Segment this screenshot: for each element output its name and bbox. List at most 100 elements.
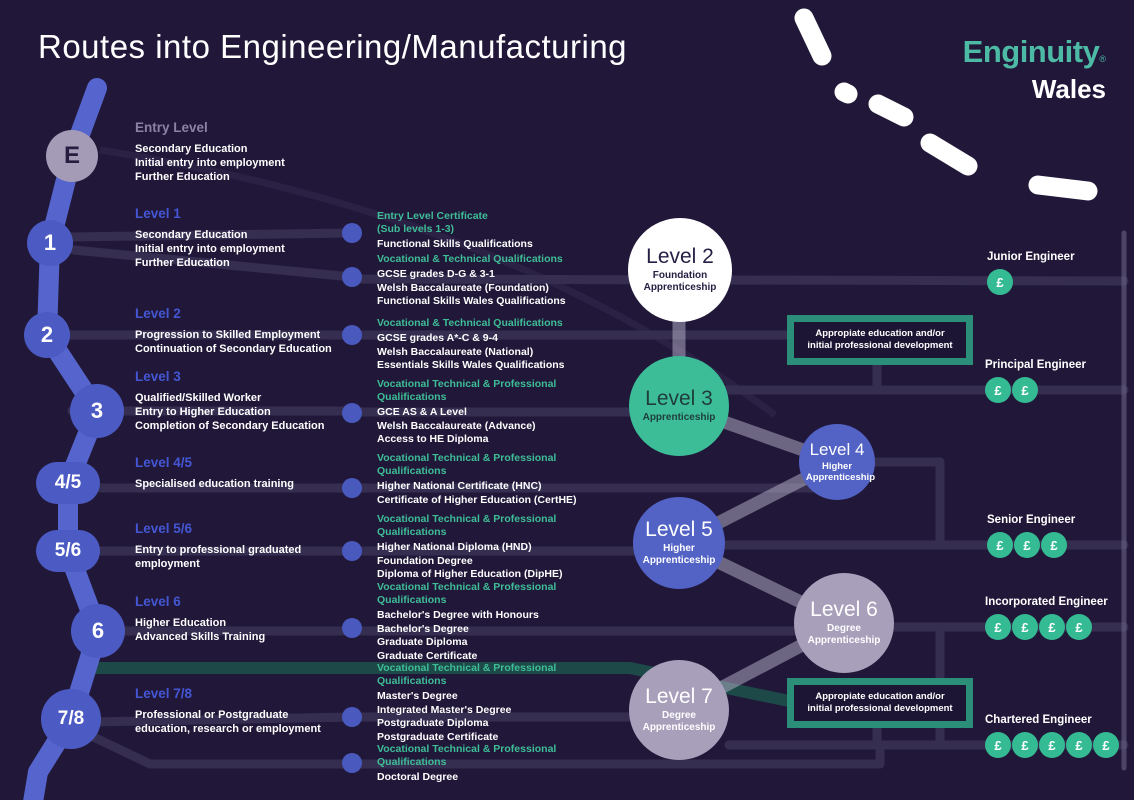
level-line: Secondary Education — [135, 143, 248, 155]
level-line: Continuation of Secondary Education — [135, 343, 332, 355]
note-line: Appropiate education and/or — [815, 327, 945, 339]
level-line: Completion of Secondary Education — [135, 420, 325, 432]
decorative-pills — [794, 8, 1098, 201]
career-label: Principal Engineer — [985, 359, 1086, 371]
career-label: Chartered Engineer — [985, 714, 1092, 726]
level-line: Qualified/Skilled Worker — [135, 392, 262, 404]
route-node-1: 1 — [27, 220, 73, 266]
career-incorporated-engineer: Incorporated Engineer ££££ — [985, 596, 1108, 640]
level-header: Level 4/5 — [135, 455, 193, 470]
apprenticeship-subtitle: Degree Apprenticeship — [807, 623, 881, 646]
qual-heading: Vocational Technical & Professional — [377, 452, 557, 464]
apprenticeship-title: Level 6 — [810, 598, 878, 621]
level-line: Progression to Skilled Employment — [135, 329, 321, 341]
pound-badge-icon: £ — [1012, 377, 1038, 403]
note-box-lower: Appropiate education and/or initial prof… — [787, 678, 973, 728]
qual-item: Welsh Baccalaureate (Advance) — [377, 419, 536, 432]
apprenticeship-circle-level4: Level 4 Higher Apprenticeship — [799, 424, 875, 500]
salary-badges: £££ — [987, 532, 1075, 558]
apprenticeship-connectors — [672, 313, 851, 717]
connector-dot — [342, 403, 362, 423]
qual-item: Integrated Master's Degree — [377, 703, 512, 716]
qual-item: Doctoral Degree — [377, 771, 459, 783]
salary-badges: £ — [987, 269, 1075, 295]
note-line: Appropiate education and/or — [815, 690, 945, 702]
qual-heading: Vocational Technical & Professional — [377, 743, 557, 755]
pound-badge-icon: £ — [1039, 732, 1065, 758]
level-line: Secondary Education — [135, 229, 248, 241]
connector-dot — [342, 618, 362, 638]
qual-heading: Entry Level Certificate — [377, 210, 488, 222]
pound-badge-icon: £ — [1066, 732, 1092, 758]
qual-item: Master's Degree — [377, 690, 458, 702]
level-block-4-5: Level 4/5 Specialised education training — [135, 455, 370, 491]
pound-badge-icon: £ — [985, 614, 1011, 640]
qual-heading: Vocational Technical & Professional — [377, 378, 557, 390]
apprenticeship-circle-level3: Level 3 Apprenticeship — [629, 356, 729, 456]
qual-item: Welsh Baccalaureate (National) — [377, 345, 534, 358]
qual-heading: (Sub levels 1-3) — [377, 223, 455, 235]
qual-item: Postgraduate Certificate — [377, 730, 499, 743]
level-line: Entry to professional graduated — [135, 544, 302, 556]
note-box-upper: Appropiate education and/or initial prof… — [787, 315, 973, 365]
qual-item: Foundation Degree — [377, 554, 473, 567]
apprenticeship-title: Level 7 — [645, 685, 713, 708]
apprenticeship-subtitle: Apprenticeship — [642, 412, 716, 423]
connector-dot — [342, 267, 362, 287]
level-line: Initial entry into employment — [135, 157, 285, 169]
qual-item: Bachelor's Degree with Honours — [377, 609, 539, 621]
qual-item: Graduate Diploma — [377, 636, 468, 648]
qual-item: Functional Skills Qualifications — [377, 238, 533, 250]
apprenticeship-title: Level 3 — [645, 387, 713, 410]
qual-item: Graduate Certificate — [377, 649, 478, 662]
route-node-3: 3 — [70, 384, 124, 438]
qual-heading: Qualifications — [377, 756, 447, 768]
level-block-5-6: Level 5/6 Entry to professional graduate… — [135, 521, 370, 571]
qual-item: GCE AS & A Level — [377, 406, 467, 418]
qual-group-entry-certificate: Entry Level Certificate(Sub levels 1-3) … — [377, 210, 627, 252]
registered-mark: ® — [1099, 54, 1106, 64]
career-principal-engineer: Principal Engineer ££ — [985, 359, 1086, 403]
level-header: Level 7/8 — [135, 686, 193, 701]
page-title: Routes into Engineering/Manufacturing — [38, 28, 628, 65]
career-label: Incorporated Engineer — [985, 596, 1108, 608]
qual-heading: Vocational Technical & Professional — [377, 513, 557, 525]
connector-dot — [342, 753, 362, 773]
qual-heading: Qualifications — [377, 594, 447, 606]
career-label: Junior Engineer — [987, 251, 1075, 263]
note-line: initial professional development — [807, 340, 953, 351]
qual-heading: Qualifications — [377, 391, 447, 403]
level-line: Further Education — [135, 171, 230, 183]
pound-badge-icon: £ — [987, 532, 1013, 558]
qual-item: Diploma of Higher Education (DipHE) — [377, 568, 563, 580]
salary-badges: ££ — [985, 377, 1086, 403]
pound-badge-icon: £ — [1093, 732, 1119, 758]
qual-item: GCSE grades A*-C & 9-4 — [377, 332, 498, 344]
qual-group-level2: Vocational & Technical Qualifications GC… — [377, 317, 627, 373]
apprenticeship-subtitle: Higher Apprenticeship — [805, 461, 875, 483]
qual-item: Postgraduate Diploma — [377, 717, 489, 729]
level-line: Entry to Higher Education — [135, 406, 271, 418]
qual-group-level1: Vocational & Technical Qualifications GC… — [377, 253, 627, 309]
salary-badges: £££££ — [985, 732, 1119, 758]
route-node-5-6: 5/6 — [36, 530, 100, 572]
connector-dot — [342, 478, 362, 498]
apprenticeship-title: Level 5 — [645, 518, 713, 541]
qual-item: Functional Skills Wales Qualifications — [377, 295, 566, 307]
pound-badge-icon: £ — [1039, 614, 1065, 640]
level-header: Level 1 — [135, 206, 181, 221]
pound-badge-icon: £ — [1041, 532, 1067, 558]
level-block-2: Level 2 Progression to Skilled Employmen… — [135, 306, 370, 356]
qual-item: Essentials Skills Wales Qualifications — [377, 359, 565, 371]
qual-item: Access to HE Diploma — [377, 433, 489, 445]
level-header: Level 5/6 — [135, 521, 193, 536]
